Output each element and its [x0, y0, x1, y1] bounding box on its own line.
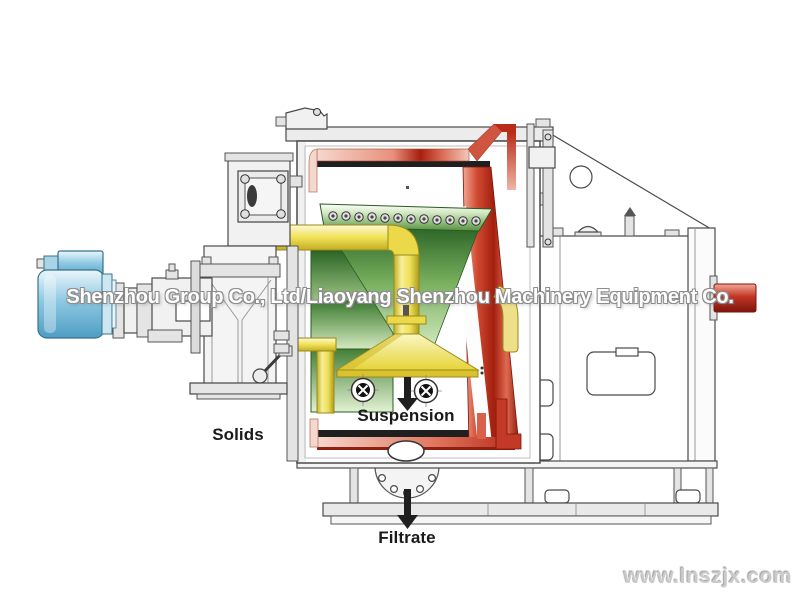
dome-fitting — [576, 225, 600, 233]
drain-outlet — [387, 440, 425, 462]
inner-casing-red-bottom — [309, 398, 522, 462]
drive-assembly — [36, 250, 213, 354]
solids-outlet-flange — [189, 382, 288, 395]
filtrate-label: Filtrate — [378, 528, 436, 547]
suspension-flow-arrow — [397, 377, 418, 411]
solids-label: Solids — [212, 425, 264, 444]
bolt-fitting — [624, 215, 635, 237]
feed-pipe-yellow — [261, 224, 519, 414]
rim-bolts — [328, 211, 481, 226]
drain-pipe-yellow — [493, 285, 519, 353]
motor-blue — [36, 250, 117, 339]
lever-knob — [252, 368, 268, 384]
output-shaft-red — [713, 283, 757, 313]
feed-tower — [189, 152, 303, 462]
housing-service-plate — [586, 351, 656, 396]
base-plate — [322, 502, 719, 517]
suspension-nozzle-left — [347, 374, 379, 406]
suspension-nozzle-right — [410, 375, 442, 407]
website-watermark: www.lnszjx.com — [623, 565, 792, 588]
support-leg — [705, 467, 714, 505]
chamber-top-edge — [316, 161, 490, 167]
end-bearing-block — [687, 227, 716, 462]
support-leg — [349, 467, 359, 505]
housing-inspection-hole — [569, 165, 593, 189]
vent-valve — [275, 107, 328, 130]
company-watermark: Shenzhou Group Co., Ltd/Liaoyang Shenzho… — [66, 286, 734, 308]
support-leg — [524, 467, 534, 505]
suspension-label: Suspension — [357, 406, 455, 425]
filtrate-flow-arrow — [397, 489, 418, 529]
base-frame — [296, 460, 719, 525]
chamber-bottom-edge — [316, 430, 493, 437]
